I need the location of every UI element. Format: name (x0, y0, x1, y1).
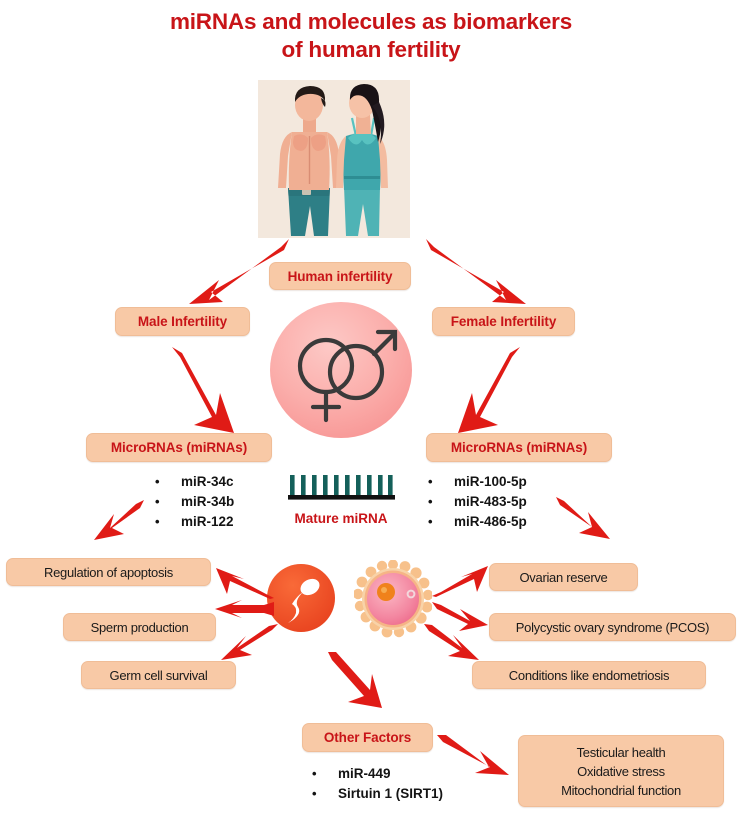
outcome-sperm-production[interactable]: Sperm production (63, 613, 216, 641)
female-mirna-list: • miR-100-5p • miR-483-5p • miR-486-5p (428, 472, 527, 532)
sperm-cell-icon (267, 564, 335, 632)
bullet-icon: • (155, 494, 160, 509)
arrow-egg-to-ovarian-reserve (432, 566, 488, 597)
list-item-label: miR-486-5p (454, 514, 527, 529)
outcome-label: Polycystic ovary syndrome (PCOS) (515, 619, 710, 635)
mature-mirna-strand-icon (288, 475, 395, 500)
outcome-label-line-2: Oxidative stress (577, 763, 665, 779)
outcome-label: Germ cell survival (109, 667, 208, 683)
arrow-sperm-to-regulation-of-apoptosis (216, 568, 274, 599)
node-other-factors[interactable]: Other Factors (302, 723, 433, 752)
male-female-symbol (268, 300, 414, 440)
list-item-label: miR-34b (181, 494, 235, 509)
outcome-ovarian-reserve[interactable]: Ovarian reserve (489, 563, 638, 591)
bullet-icon: • (155, 474, 160, 489)
arrow-egg-to-endometriosis (424, 624, 479, 660)
outcome-label: Conditions like endometriosis (508, 667, 670, 683)
outcome-label: Regulation of apoptosis (44, 564, 173, 580)
bullet-icon: • (312, 786, 317, 801)
list-item-label: miR-483-5p (454, 494, 527, 509)
arrow-sperm-to-sperm-production (215, 600, 274, 618)
list-item: • miR-449 (312, 764, 443, 784)
bullet-icon: • (428, 474, 433, 489)
list-item-label: miR-34c (181, 474, 234, 489)
list-item: • miR-100-5p (428, 472, 527, 492)
arrow-male-mirnas-to-outcomes (94, 500, 144, 540)
node-human-infertility-label: Human infertility (287, 268, 393, 284)
woman-figure (336, 84, 388, 236)
bullet-icon: • (155, 514, 160, 529)
outcome-endometriosis[interactable]: Conditions like endometriosis (472, 661, 706, 689)
list-item-label: miR-100-5p (454, 474, 527, 489)
node-other-factors-label: Other Factors (323, 730, 412, 745)
node-male-micrornas[interactable]: MicroRNAs (miRNAs) (86, 433, 272, 462)
outcome-pcos[interactable]: Polycystic ovary syndrome (PCOS) (489, 613, 736, 641)
node-female-infertility[interactable]: Female Infertility (432, 307, 575, 336)
outcome-label: Sperm production (90, 619, 189, 635)
node-male-micrornas-label: MicroRNAs (miRNAs) (110, 440, 248, 455)
other-factors-list: • miR-449 • Sirtuin 1 (SIRT1) (312, 764, 443, 804)
node-female-micrornas[interactable]: MicroRNAs (miRNAs) (426, 433, 612, 462)
outcome-label-line-3: Mitochondrial function (561, 782, 681, 798)
bullet-icon: • (312, 766, 317, 781)
arrow-couple-to-male-infertility (189, 239, 289, 304)
arrow-to-other-factors (328, 652, 382, 708)
outcome-label-line-1: Testicular health (576, 744, 666, 760)
arrow-sperm-to-germ-cell-survival (221, 624, 278, 660)
page-title: miRNAs and molecules as biomarkers of hu… (0, 8, 742, 64)
list-item-label: miR-122 (181, 514, 234, 529)
node-female-micrornas-label: MicroRNAs (miRNAs) (450, 440, 588, 455)
arrow-female-infertility-to-mirnas (458, 347, 520, 433)
couple-illustration (258, 80, 410, 238)
node-male-infertility[interactable]: Male Infertility (115, 307, 250, 336)
list-item: • miR-34c (155, 472, 234, 492)
arrow-other-factors-to-outcomes (437, 735, 509, 775)
outcome-regulation-of-apoptosis[interactable]: Regulation of apoptosis (6, 558, 211, 586)
list-item: • miR-483-5p (428, 492, 527, 512)
bullet-icon: • (428, 514, 433, 529)
mature-mirna-label: Mature miRNA (294, 511, 388, 526)
arrow-female-mirnas-to-outcomes (556, 497, 610, 539)
male-mirna-list: • miR-34c • miR-34b • miR-122 (155, 472, 234, 532)
arrow-egg-to-pcos (432, 602, 488, 631)
list-item: • miR-34b (155, 492, 234, 512)
list-item: • miR-486-5p (428, 512, 527, 532)
title-line-1: miRNAs and molecules as biomarkers (169, 9, 573, 34)
egg-cell-icon (354, 560, 432, 638)
list-item: • miR-122 (155, 512, 234, 532)
node-human-infertility[interactable]: Human infertility (269, 262, 411, 290)
list-item-label: miR-449 (338, 766, 391, 781)
node-male-infertility-label: Male Infertility (137, 314, 228, 329)
list-item: • Sirtuin 1 (SIRT1) (312, 784, 443, 804)
list-item-label: Sirtuin 1 (SIRT1) (338, 786, 444, 801)
arrow-couple-to-female-infertility (426, 239, 526, 304)
outcome-label: Ovarian reserve (519, 569, 608, 585)
arrow-male-infertility-to-mirnas (172, 347, 234, 433)
outcome-germ-cell-survival[interactable]: Germ cell survival (81, 661, 236, 689)
outcome-other-factors-box[interactable]: Testicular health Oxidative stress Mitoc… (518, 735, 724, 807)
node-female-infertility-label: Female Infertility (450, 314, 557, 329)
title-line-2: of human fertility (281, 37, 461, 62)
bullet-icon: • (428, 494, 433, 509)
